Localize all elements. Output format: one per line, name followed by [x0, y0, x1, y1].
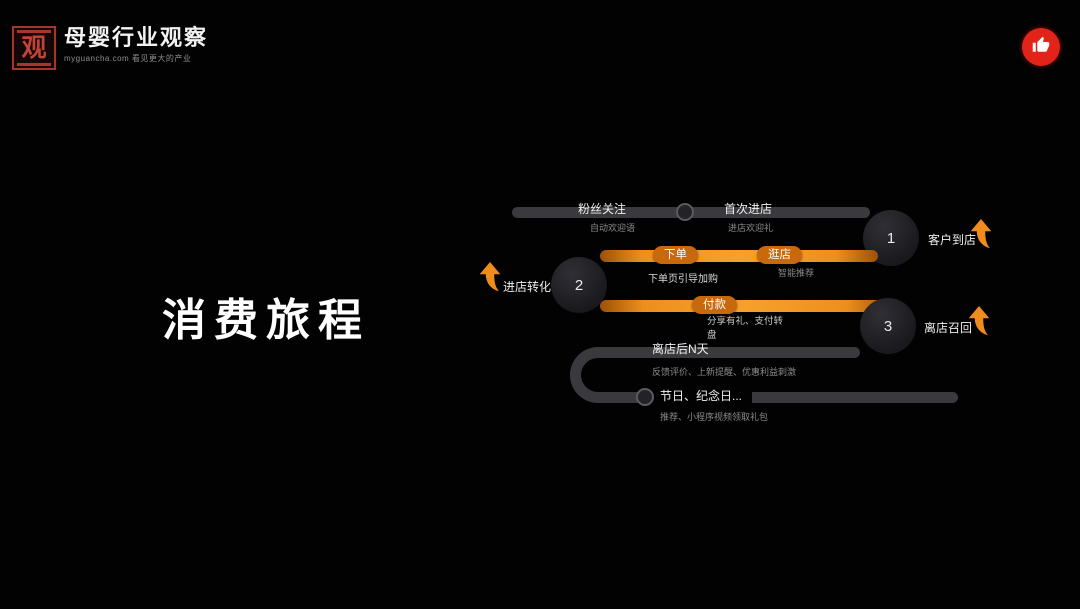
- journey-node-2: 2: [551, 257, 607, 313]
- up-arrow-icon: [479, 262, 501, 292]
- journey-node-1-label: 客户到店: [928, 233, 977, 247]
- step-holiday-label: 节日、纪念日...: [660, 389, 743, 403]
- chip-place-order: 下单: [653, 246, 698, 265]
- step-after-leave-sub: 反馈评价、上新提醒、优惠利益刺激: [652, 367, 797, 377]
- chip-pay: 付款: [692, 296, 737, 315]
- brand-tagline: myguancha.com 看见更大的产业: [64, 54, 192, 64]
- milestone-icon: [676, 203, 694, 221]
- step-holiday-sub: 推荐、小程序视频领取礼包: [660, 412, 769, 422]
- up-arrow-icon: [968, 306, 990, 336]
- brand-name: 母婴行业观察: [64, 25, 209, 50]
- track-holiday-right: [752, 392, 958, 403]
- brand-text-block: 母婴行业观察 myguancha.com 看见更大的产业: [64, 25, 209, 64]
- thumbs-up-icon: [1032, 36, 1050, 59]
- step-first-visit-sub: 进店欢迎礼: [728, 223, 774, 233]
- journey-node-2-number: 2: [574, 276, 584, 294]
- journey-node-3-number: 3: [883, 317, 893, 335]
- chip-pay-sub: 分享有礼、支付转盘: [707, 316, 784, 342]
- chip-browse-store-sub: 智能推荐: [778, 268, 815, 278]
- chip-place-order-sub: 下单页引导加购: [648, 274, 718, 285]
- step-fan-follow-sub: 自动欢迎语: [590, 223, 636, 233]
- track-order: [600, 250, 878, 262]
- journey-node-3-label: 离店召回: [924, 321, 973, 335]
- page-title: 消费旅程: [162, 296, 370, 345]
- journey-node-2-label: 进店转化: [503, 280, 552, 294]
- journey-node-1-number: 1: [886, 229, 896, 247]
- brand-logo-character: 观: [21, 34, 47, 62]
- step-first-visit-label: 首次进店: [724, 202, 773, 216]
- milestone-icon: [636, 388, 654, 406]
- chip-browse-store: 逛店: [757, 246, 802, 265]
- journey-node-3: 3: [860, 298, 916, 354]
- track-leave: [604, 347, 860, 358]
- brand-logo-icon: 观: [12, 26, 56, 70]
- track-u-turn: [570, 347, 610, 403]
- like-button[interactable]: [1022, 28, 1060, 66]
- brand-logo: 观 母婴行业观察 myguancha.com 看见更大的产业: [12, 25, 209, 70]
- step-fan-follow-label: 粉丝关注: [578, 202, 627, 216]
- track-payment: [600, 300, 890, 312]
- step-after-leave-label: 离店后N天: [652, 342, 709, 356]
- up-arrow-icon: [970, 219, 992, 249]
- track-holiday-left: [604, 392, 642, 403]
